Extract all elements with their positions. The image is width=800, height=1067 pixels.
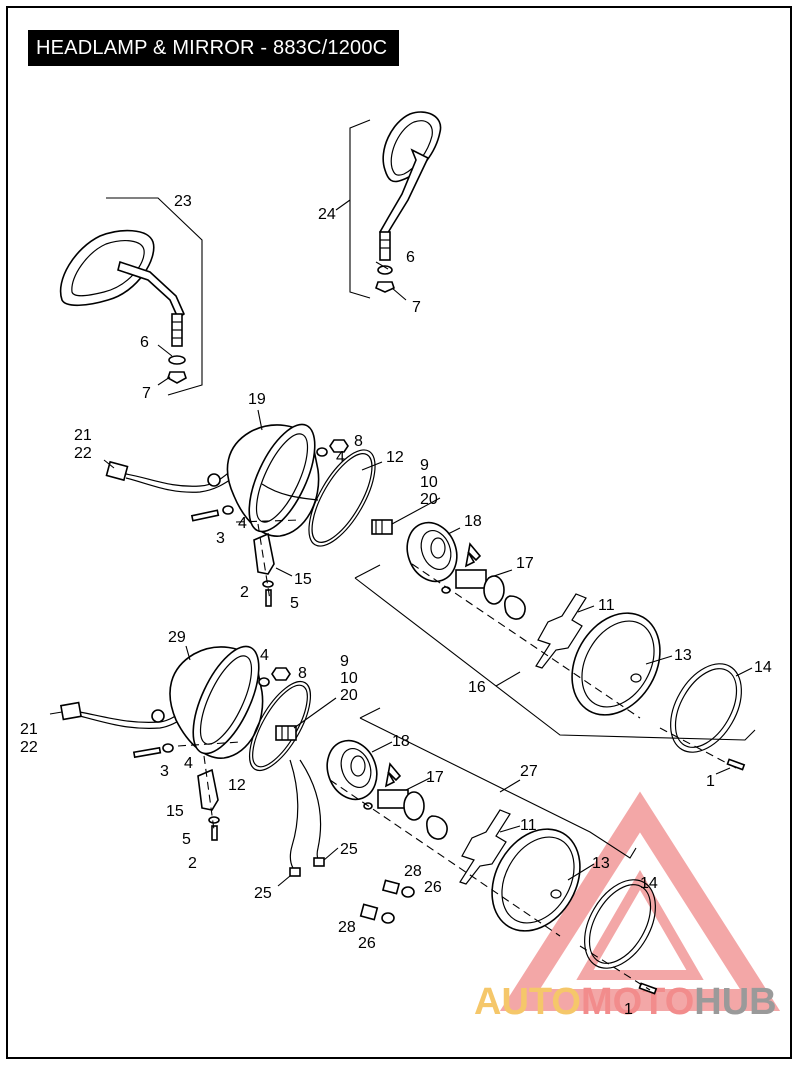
callout-23: 23 [174,193,192,210]
callout-11: 11 [520,817,537,834]
watermark-text: AUTOMOTOHUB [474,981,777,1023]
watermark [499,791,781,1011]
callout-15: 15 [166,803,184,820]
callout-11: 11 [598,597,615,614]
callout-numbers: 23 24 6 7 6 7 19 21 22 8 4 12 9 10 20 4 … [20,193,772,1018]
diagram-frame [6,6,792,1059]
diagram-title: HEADLAMP & MIRROR - 883C/1200C [28,30,400,66]
callout-17: 17 [516,555,534,572]
callout-2: 2 [240,584,249,601]
callout-18: 18 [392,733,410,750]
callout-2: 2 [188,855,197,872]
callout-7: 7 [412,299,421,316]
callout-4: 4 [336,449,345,466]
callout-26: 26 [358,935,376,952]
callout-6: 6 [140,334,149,351]
mirror-left [59,197,203,396]
callout-3: 3 [160,763,169,780]
callout-18: 18 [464,513,482,530]
callout-6: 6 [406,249,415,266]
callout-5: 5 [182,831,191,848]
callout-5: 5 [290,595,299,612]
callout-8: 8 [298,665,307,682]
callout-14: 14 [754,659,772,676]
callout-16: 16 [468,679,486,696]
callout-10: 10 [340,670,358,687]
callout-22: 22 [74,445,92,462]
callout-25: 25 [340,841,358,858]
watermark-moto: MOTO [581,981,694,1023]
callout-21: 21 [74,427,92,444]
callout-9: 9 [420,457,429,474]
lower-headlamp-assembly [59,645,658,995]
callout-28: 28 [404,863,422,880]
watermark-hub: HUB [694,981,776,1023]
leader-lines [49,261,753,887]
callout-22: 22 [20,739,38,756]
callout-27: 27 [520,763,538,780]
callout-13: 13 [592,855,610,872]
callout-26: 26 [424,879,442,896]
callout-9: 9 [340,653,349,670]
callout-25: 25 [254,885,272,902]
mirror-right [335,111,442,299]
callout-21: 21 [20,721,38,738]
callout-14: 14 [640,875,658,892]
callout-1: 1 [624,1001,633,1018]
callout-7: 7 [142,385,151,402]
callout-4: 4 [260,647,269,664]
callout-15: 15 [294,571,312,588]
watermark-triangle [499,791,781,1011]
callout-29: 29 [168,629,186,646]
upper-headlamp-assembly [105,423,756,771]
callout-12: 12 [386,449,404,466]
callout-10: 10 [420,474,438,491]
callout-20: 20 [340,687,358,704]
callout-19: 19 [248,391,266,408]
callout-4: 4 [238,515,247,532]
callout-20: 20 [420,491,438,508]
callout-13: 13 [674,647,692,664]
callout-24: 24 [318,206,336,223]
callout-4: 4 [184,755,193,772]
callout-28: 28 [338,919,356,936]
callout-12: 12 [228,777,246,794]
callout-17: 17 [426,769,444,786]
callout-8: 8 [354,433,363,450]
watermark-auto: AUTO [474,981,581,1023]
callout-1: 1 [706,773,715,790]
callout-3: 3 [216,530,225,547]
